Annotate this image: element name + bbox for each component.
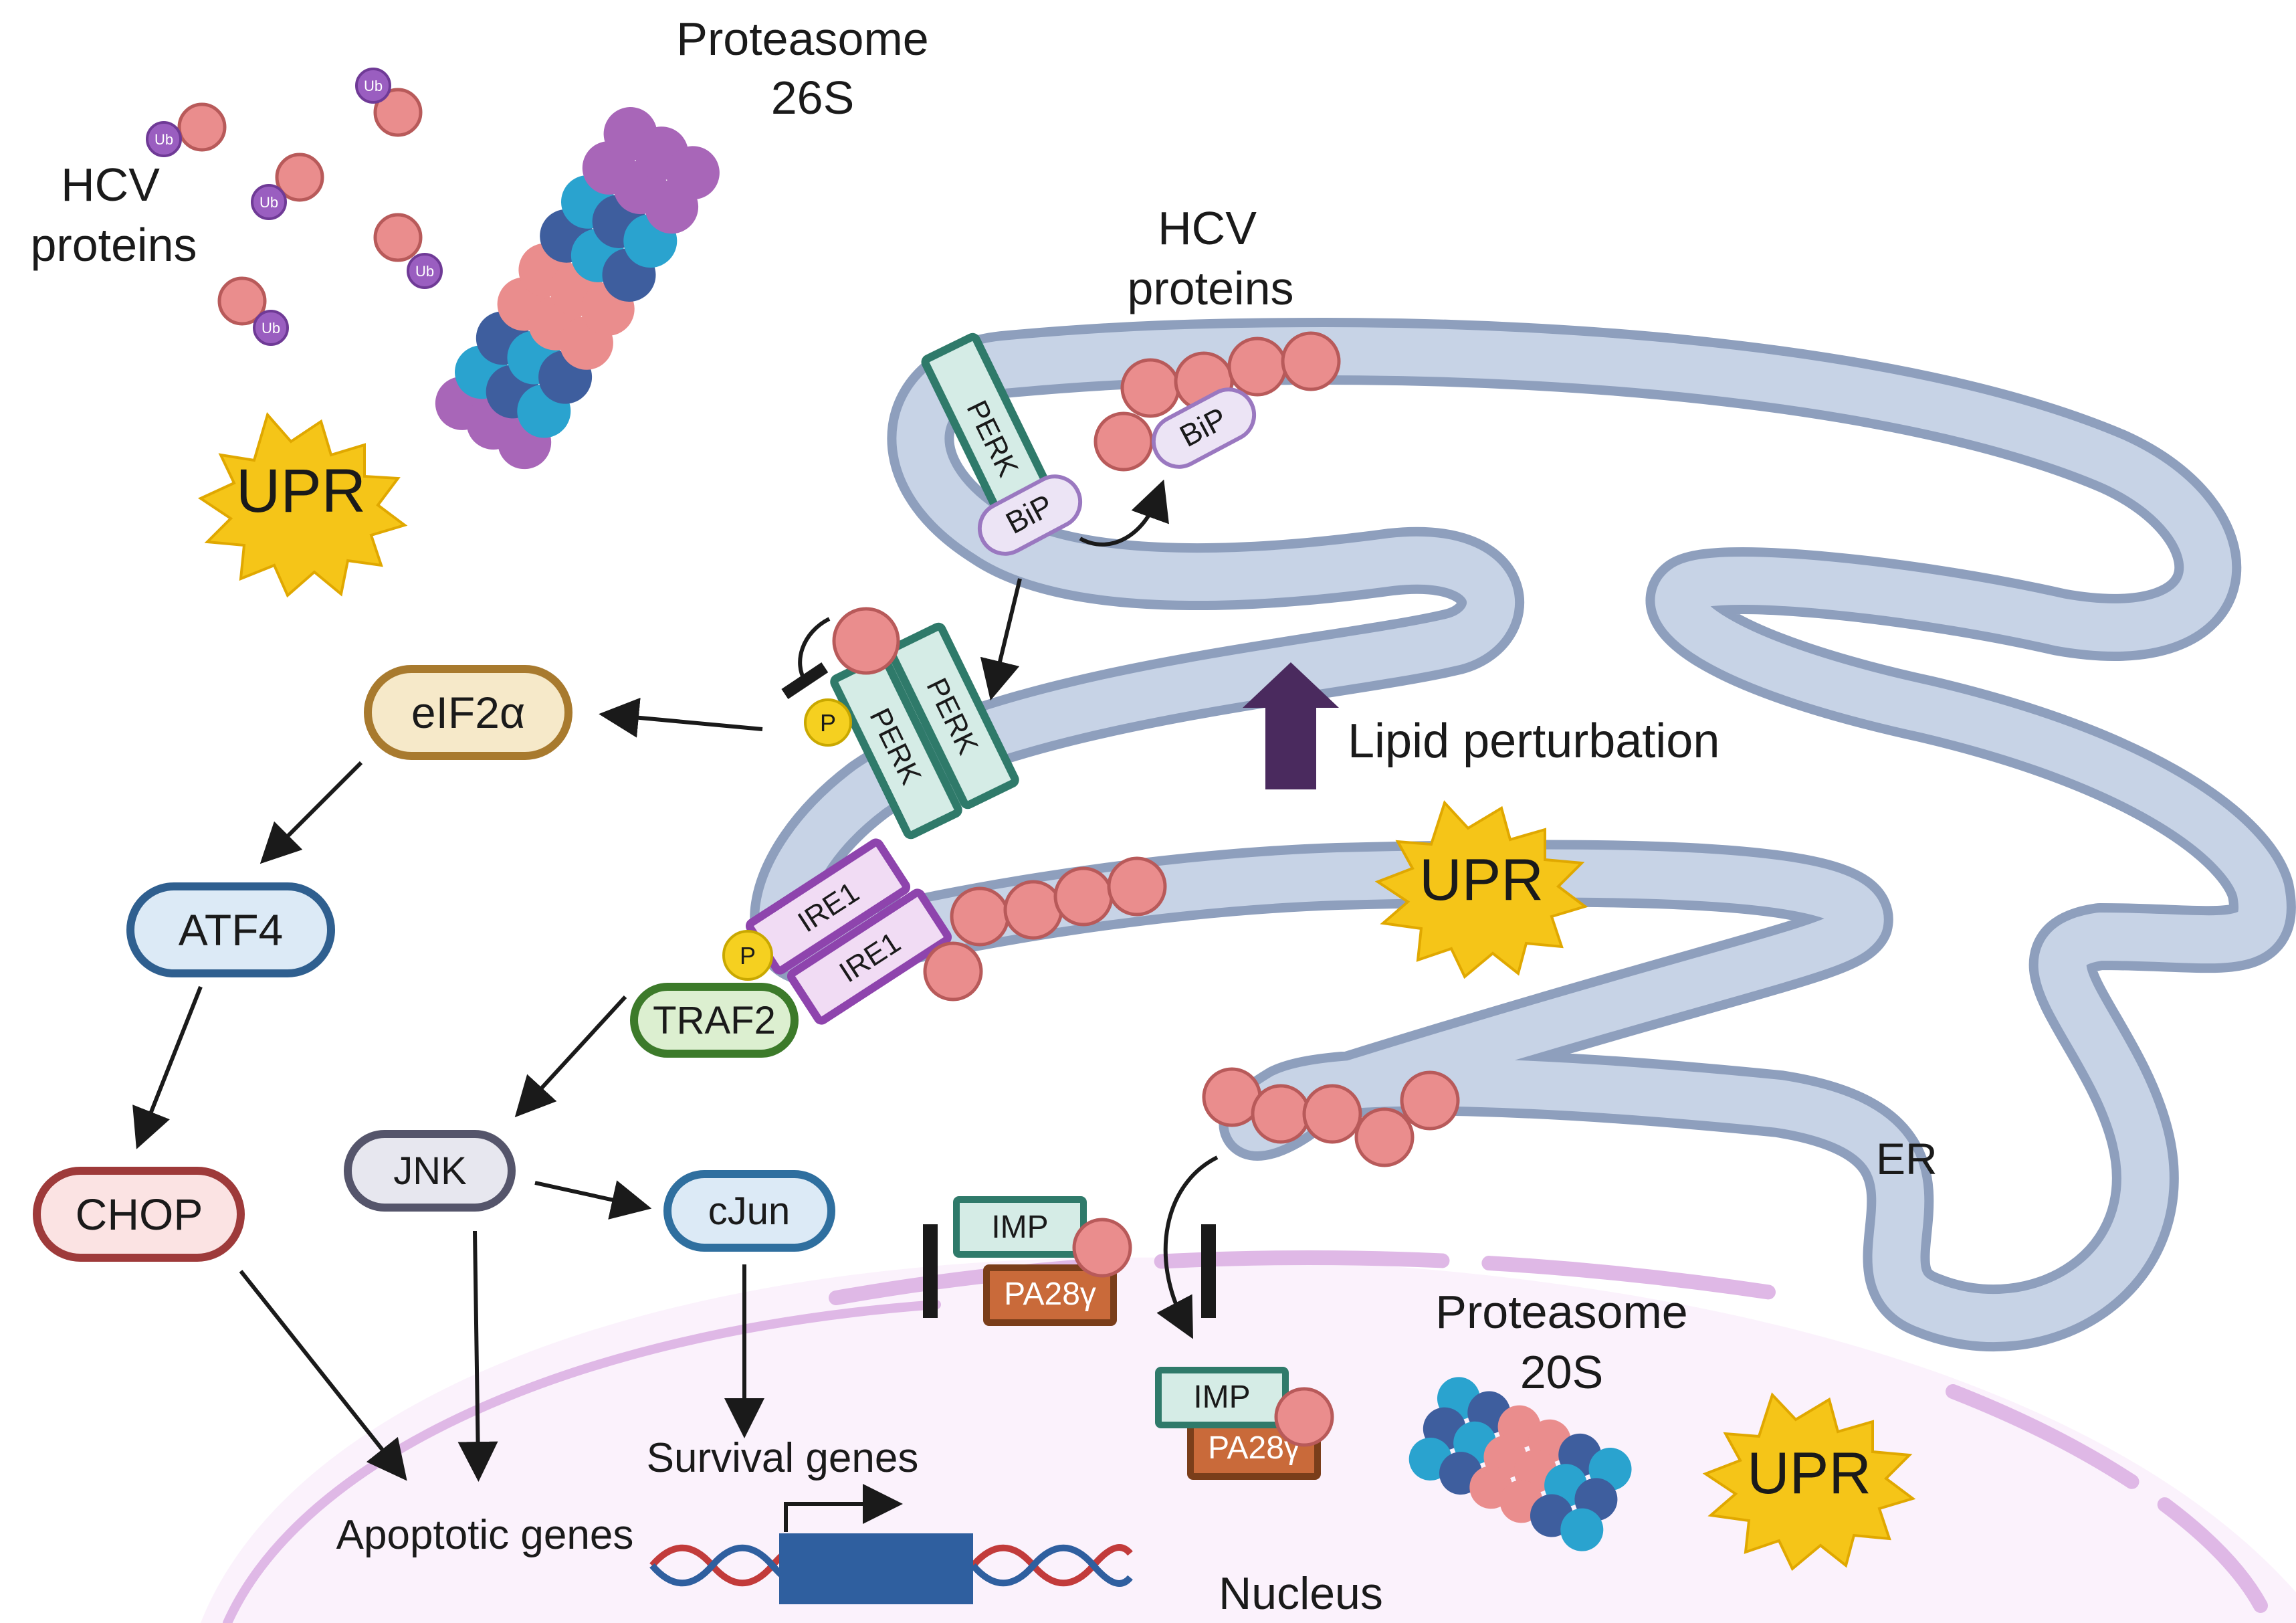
- hcv-proteins-cyto-label-line2: proteins: [30, 219, 197, 271]
- dna-strand-red-right: [970, 1544, 1133, 1587]
- nuclear-envelope-outer: [829, 1250, 1813, 1305]
- arrow-chop-to-apoptotic: [239, 1270, 407, 1481]
- nuclear-envelope-inner: [223, 1300, 941, 1623]
- ub-protein-2: Ub: [355, 68, 423, 137]
- chop-label: CHOP: [76, 1189, 203, 1239]
- imp-label: IMP: [1193, 1379, 1250, 1415]
- ub-protein-4: Ub: [373, 213, 443, 289]
- ub-protein-1: Ub: [146, 102, 227, 157]
- nuclear-pore-left: [923, 1224, 938, 1318]
- arrow-jnk-to-apoptotic: [457, 1230, 498, 1482]
- inhibit-perk: [781, 617, 831, 699]
- hcv-protein: [1274, 1387, 1334, 1447]
- upr-burst-er: UPR: [1374, 800, 1588, 979]
- ire1-dimer: IRE1 IRE1 P: [722, 838, 952, 1025]
- survival-genes-label: Survival genes: [647, 1435, 919, 1481]
- jnk-node: JNK: [344, 1130, 516, 1212]
- apoptotic-genes-label: Apoptotic genes: [336, 1512, 634, 1558]
- ire1-a: IRE1: [745, 838, 911, 975]
- proteasome-20s: [1408, 1377, 1632, 1551]
- arrow-bip-to-perk-dimer: [980, 578, 1022, 701]
- ub-tag: Ub: [364, 78, 383, 94]
- transcription-start-arrow: [784, 1484, 903, 1532]
- proteasome-26s-label-line2: 26S: [771, 72, 855, 124]
- ub-protein-5: Ub: [217, 276, 289, 346]
- atf4-label: ATF4: [179, 905, 283, 955]
- dna-strand: [649, 1484, 1133, 1604]
- ubiquitinated-hcv-proteins: Ub Ub Ub Ub Ub: [146, 68, 443, 346]
- traf2-label: TRAF2: [653, 999, 776, 1042]
- imp-pa28-complex-pore: PA28γ IMP: [953, 1196, 1132, 1326]
- hcv-proteins-er-label-line2: proteins: [1127, 262, 1293, 314]
- perk-a: PERK: [887, 622, 1019, 809]
- bip-released: BiP: [1151, 387, 1257, 469]
- phospho-tag: P: [820, 709, 836, 737]
- phospho-ire1: P: [722, 930, 773, 981]
- lipid-perturbation-arrow: [1243, 662, 1339, 789]
- arrow-hcv-into-nucleus: [1156, 1155, 1219, 1339]
- upr-label: UPR: [1419, 846, 1544, 913]
- proteasome-26s-label-line1: Proteasome: [676, 13, 928, 65]
- ub-tag: Ub: [262, 320, 280, 337]
- nucleus-label: Nucleus: [1219, 1568, 1383, 1619]
- imp-label: IMP: [991, 1210, 1048, 1245]
- arrow-traf2-to-jnk: [514, 995, 627, 1118]
- ub-protein-3: Ub: [251, 153, 324, 220]
- proteasome-20s-label-line1: Proteasome: [1435, 1286, 1687, 1338]
- perk-dimer: PERK PERK P: [804, 607, 1019, 840]
- cjun-label: cJun: [708, 1189, 791, 1233]
- arrow-perk-to-eif2a: [599, 697, 763, 738]
- nuclear-pore-right: [1201, 1224, 1216, 1318]
- eif2a-node: eIF2α: [364, 665, 572, 760]
- hcv-protein-chain-lower: [1202, 1067, 1460, 1167]
- bip-bound: BiP: [977, 474, 1083, 556]
- gene-box: [779, 1533, 973, 1604]
- chop-node: CHOP: [33, 1167, 245, 1262]
- hcv-protein: [832, 607, 900, 675]
- arrow-bip-release: [1079, 479, 1169, 547]
- upr-label: UPR: [236, 457, 366, 525]
- hcv-protein: [1072, 1218, 1132, 1278]
- arrow-jnk-to-cjun: [534, 1180, 652, 1220]
- upr-burst-bottom-right: UPR: [1702, 1392, 1916, 1571]
- upr-burst-top-left: UPR: [197, 411, 408, 598]
- eif2a-label: eIF2α: [411, 688, 525, 737]
- proteasome-26s: [435, 107, 720, 470]
- ub-tag: Ub: [259, 194, 278, 211]
- hcv-proteins-er-label-line1: HCV: [1158, 202, 1257, 254]
- atf4-node: ATF4: [126, 882, 335, 977]
- phospho-tag: P: [740, 942, 756, 969]
- pathway-arrows: [132, 479, 1219, 1482]
- hcv-protein-chain-ire1: [923, 856, 1167, 1001]
- nuclear-envelope-right: [1946, 1384, 2268, 1613]
- ire1-b: IRE1: [787, 888, 952, 1025]
- imp-pa28-complex-nuclear: PA28γ IMP: [1155, 1367, 1334, 1480]
- cjun-node: cJun: [663, 1170, 835, 1252]
- hcv-proteins-cyto-label-line1: HCV: [61, 159, 160, 211]
- jnk-label: JNK: [393, 1149, 467, 1193]
- phospho-perk: P: [804, 698, 852, 747]
- arrow-eif2a-to-atf4: [259, 761, 363, 864]
- lipid-perturbation-label: Lipid perturbation: [1348, 714, 1719, 768]
- upr-label: UPR: [1747, 1440, 1871, 1506]
- ub-tag: Ub: [415, 263, 434, 280]
- dna-strand-blue-right: [970, 1544, 1133, 1587]
- proteasome-20s-label-line2: 20S: [1520, 1346, 1604, 1398]
- traf2-node: TRAF2: [630, 983, 799, 1058]
- er-label: ER: [1876, 1134, 1938, 1183]
- arrow-atf4-to-chop: [132, 985, 203, 1149]
- hcv-protein-chain-top: [1093, 331, 1341, 472]
- pa28-label: PA28γ: [1004, 1276, 1096, 1312]
- ub-tag: Ub: [154, 131, 173, 148]
